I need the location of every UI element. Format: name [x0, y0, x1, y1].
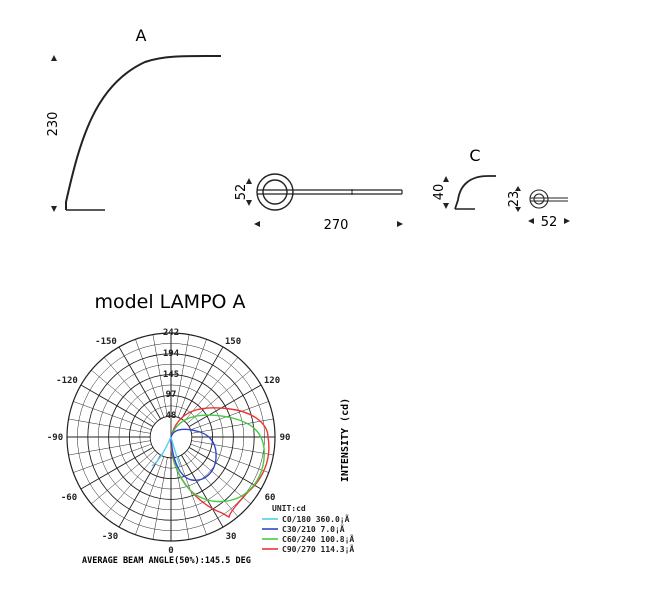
grid-spoke: [186, 369, 251, 424]
angle-label-neg120: -120: [56, 376, 78, 386]
curve-c60-240: [170, 414, 265, 503]
c-top-outer-circle: [529, 189, 549, 209]
c-small-dimension: 23: [507, 191, 522, 208]
c-height-dimension: 40: [432, 184, 447, 201]
base-outer-circle: [256, 173, 294, 211]
depth-arrow-up: [246, 178, 252, 184]
angle-label-neg150: -150: [95, 337, 117, 347]
width-arrow-left: [254, 221, 260, 227]
angle-labels: -150 150 -120 120 -90 90 -60 60 -30 30 0: [47, 337, 291, 556]
grid-spoke: [103, 452, 158, 517]
grid-spoke: [186, 450, 251, 505]
grid-spoke: [190, 443, 269, 473]
detail-view-c: C 40 23 52: [432, 146, 570, 230]
angle-label-neg90: -90: [47, 433, 63, 443]
width-dimension: 270: [324, 218, 349, 233]
width-arrow-right: [397, 221, 403, 227]
grid-spoke: [152, 334, 168, 417]
angle-label-150: 150: [225, 337, 241, 347]
c-height-arrow-up: [443, 176, 449, 182]
grid-spoke: [118, 454, 161, 528]
c-small-arrow-up: [515, 186, 521, 191]
depth-arrow-down: [246, 200, 252, 206]
grid-spoke: [174, 334, 190, 417]
grid-spoke: [91, 450, 156, 505]
radial-label-242: 242: [163, 328, 179, 338]
photometry-title: model LAMPO A: [94, 291, 245, 313]
legend-label: C60/240 100.8¡Ã: [282, 534, 354, 544]
c-width-dimension: 52: [541, 215, 558, 230]
angle-label-90: 90: [280, 433, 291, 443]
grid-spoke: [73, 443, 152, 473]
dim-arrow-down: [51, 206, 57, 212]
legend-label: C0/180 360.0¡Ã: [282, 514, 350, 524]
grid-spoke: [118, 346, 161, 420]
side-view-a: A 230: [46, 26, 222, 212]
depth-dimension: 52: [234, 184, 249, 201]
c-top-inner-circle: [533, 193, 545, 205]
view-c-label: C: [469, 146, 480, 165]
radial-label-48: 48: [166, 411, 177, 421]
grid-spoke: [80, 447, 154, 490]
grid-spoke: [91, 369, 156, 424]
beam-angle-note: AVERAGE BEAM ANGLE(50%):145.5 DEG: [82, 556, 251, 566]
grid-spoke: [152, 457, 168, 540]
angle-label-30: 30: [226, 532, 237, 542]
grid-spoke: [181, 346, 224, 420]
grid-spoke: [181, 454, 224, 528]
angle-label-0: 0: [168, 546, 173, 556]
legend-label: C90/270 114.3¡Ã: [282, 544, 354, 554]
height-dimension: 230: [46, 112, 61, 137]
dim-arrow-up: [51, 55, 57, 61]
radial-label-145: 145: [163, 370, 179, 380]
detail-arc: [454, 175, 496, 210]
grid-spoke: [135, 339, 165, 418]
radial-label-97: 97: [166, 390, 177, 400]
angle-label-neg60: -60: [61, 493, 77, 503]
radial-label-194: 194: [163, 349, 180, 359]
grid-spoke: [68, 440, 151, 456]
c-height-arrow-down: [443, 203, 449, 209]
grid-spoke: [177, 456, 207, 535]
grid-spoke: [188, 447, 262, 490]
base-inner-circle: [262, 179, 288, 205]
c-width-arrow-left: [528, 218, 534, 224]
lamp-arc: [65, 54, 222, 210]
grid-spoke: [188, 384, 262, 427]
legend-unit: UNIT:cd: [272, 504, 306, 513]
angle-label-60: 60: [265, 493, 276, 503]
grid-spoke: [135, 456, 165, 535]
curve-c0-180: [151, 436, 181, 467]
legend-label: C30/210 7.0¡Ã: [282, 524, 345, 534]
grid-spoke: [177, 339, 207, 418]
grid-spoke: [184, 452, 239, 517]
grid-spoke: [191, 440, 274, 456]
angle-label-120: 120: [264, 376, 280, 386]
grid-spoke: [80, 384, 154, 427]
radial-labels: 242 194 145 97 48: [163, 328, 180, 421]
grid-spoke: [68, 418, 151, 434]
c-small-arrow-down: [515, 207, 521, 212]
view-a-label: A: [136, 26, 147, 45]
curve-c30-210: [170, 428, 217, 481]
c-width-arrow-right: [564, 218, 570, 224]
angle-label-neg30: -30: [102, 532, 118, 542]
grid-spoke: [73, 401, 152, 431]
top-view: 52 270: [234, 173, 403, 233]
intensity-axis-label: INTENSITY (cd): [340, 398, 351, 482]
intensity-curves: [151, 407, 270, 519]
grid-spoke: [190, 401, 269, 431]
grid-spoke: [103, 357, 158, 422]
